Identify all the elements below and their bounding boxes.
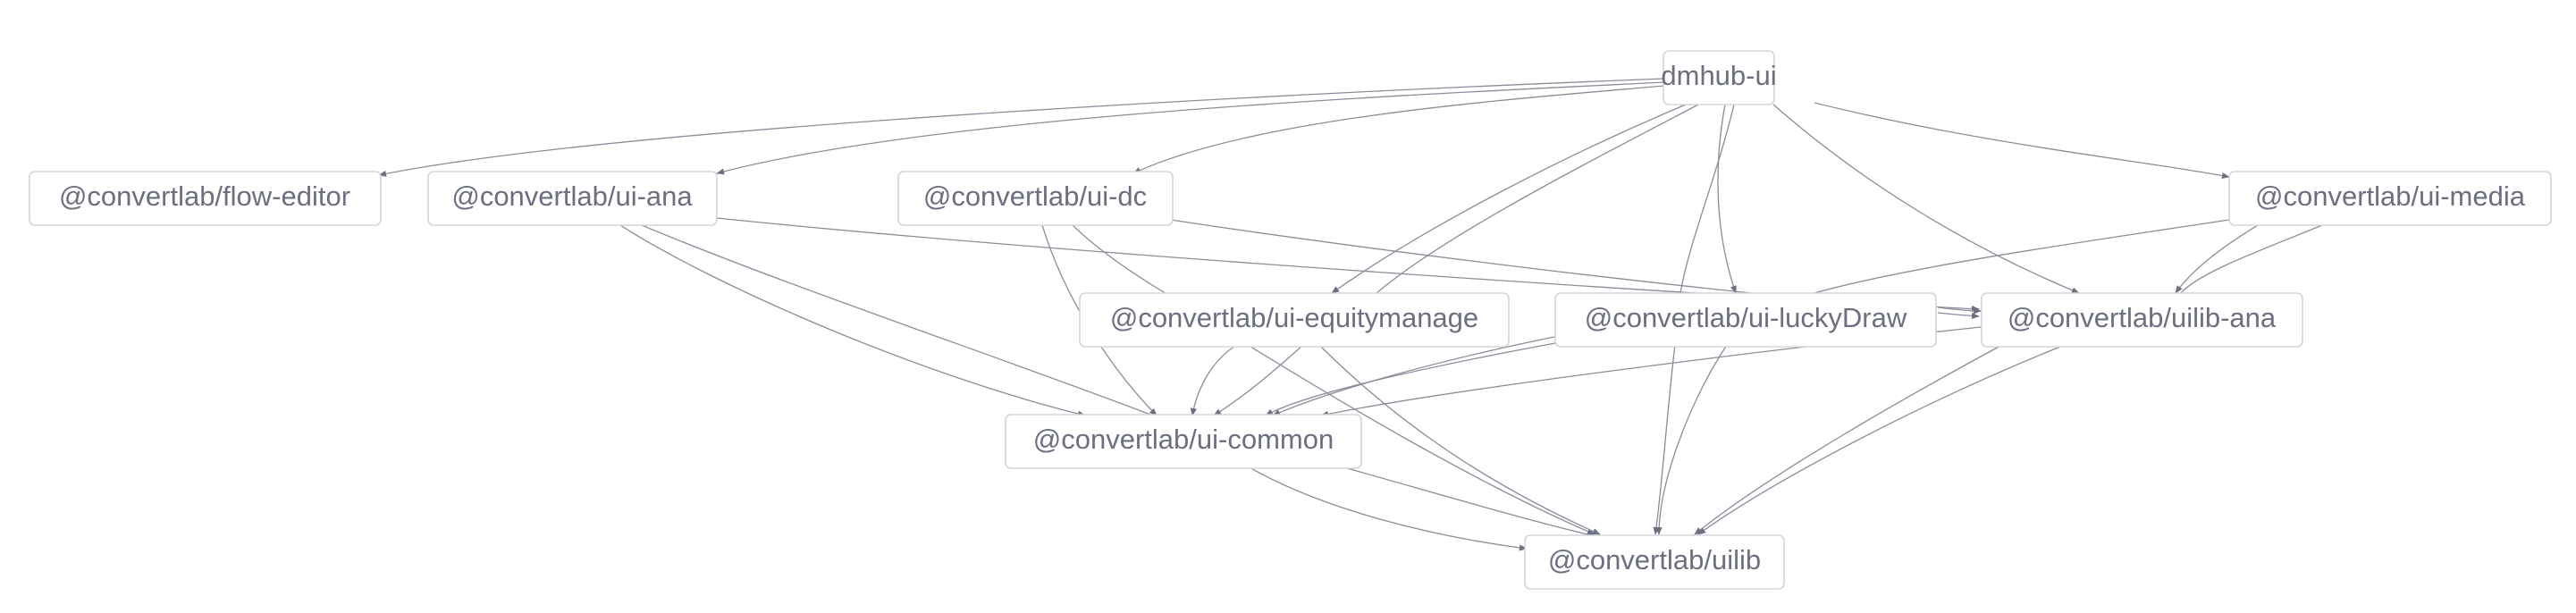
edge-ui-luckyDraw-to-uilib-ana-2 <box>1937 312 1980 320</box>
edge-ui-media-to-uilib-ana-2 <box>2180 224 2323 294</box>
edge-ui-media-to-uilib-ana <box>2175 224 2259 294</box>
node-label: @convertlab/flow-editor <box>59 181 350 212</box>
edge-ui-equitymanage-to-uilib <box>1247 344 1595 535</box>
edge-uilib-ana-to-uilib <box>1694 344 2003 535</box>
edge-ui-luckyDraw-to-uilib-2 <box>1655 344 1728 535</box>
edge-dmhub-ui-to-ui-dc <box>1132 85 1665 174</box>
node-ui-ana[interactable]: @convertlab/ui-ana <box>427 171 718 226</box>
edge-ui-equitymanage-to-ui-common <box>1190 344 1238 416</box>
edge-dmhub-ui-to-ui-luckyDraw <box>1717 104 1737 294</box>
edge-dmhub-ui-to-ui-equitymanage <box>1331 104 1687 294</box>
edge-ui-equitymanage-to-ui-common-2 <box>1213 344 1304 416</box>
node-label: @convertlab/ui-luckyDraw <box>1585 302 1907 333</box>
node-label: @convertlab/uilib-ana <box>2008 302 2277 333</box>
node-label: @convertlab/ui-dc <box>923 181 1147 212</box>
edge-ui-luckyDraw-to-uilib-ana <box>1937 306 1982 315</box>
edge-dmhub-ui-to-ui-luckyDraw-2 <box>1679 104 1735 294</box>
node-label: @convertlab/ui-equitymanage <box>1110 302 1478 333</box>
edge-ui-common-to-uilib-2 <box>1340 466 1595 538</box>
node-ui-luckyDraw[interactable]: @convertlab/ui-luckyDraw <box>1554 292 1937 348</box>
edge-uilib-ana-to-uilib-2 <box>1697 344 2066 535</box>
nodes: dmhub-ui @convertlab/flow-editor @conver… <box>29 50 2552 590</box>
node-uilib[interactable]: @convertlab/uilib <box>1524 534 1785 590</box>
edge-ui-equitymanage-to-uilib-2 <box>1318 344 1601 535</box>
edge-ui-luckyDraw-to-uilib <box>1653 344 1676 535</box>
edge-dmhub-ui-to-flow-editor <box>378 78 1665 177</box>
edge-ui-common-to-uilib <box>1247 466 1528 551</box>
node-flow-editor[interactable]: @convertlab/flow-editor <box>29 171 382 226</box>
edge-dmhub-ui-to-ui-ana <box>716 81 1665 175</box>
edge-ui-luckyDraw-to-ui-common-2 <box>1272 335 1560 416</box>
node-label: @convertlab/ui-ana <box>451 181 693 212</box>
node-dmhub-ui[interactable]: dmhub-ui <box>1661 50 1777 105</box>
edge-dmhub-ui-to-ui-equitymanage-2 <box>1376 104 1699 294</box>
edge-ui-media-to-ui-luckyDraw <box>1814 219 2230 294</box>
edge-dmhub-ui-to-ui-media <box>1814 102 2230 180</box>
edge-ui-luckyDraw-to-ui-common <box>1265 342 1556 416</box>
node-label: @convertlab/ui-media <box>2255 181 2526 212</box>
node-ui-dc[interactable]: @convertlab/ui-dc <box>897 171 1174 226</box>
node-label: dmhub-ui <box>1661 60 1776 91</box>
edge-ui-ana-to-ui-common <box>619 224 1086 417</box>
node-uilib-ana[interactable]: @convertlab/uilib-ana <box>1981 292 2303 348</box>
node-ui-equitymanage[interactable]: @convertlab/ui-equitymanage <box>1079 292 1510 348</box>
edge-ui-ana-to-ui-common-2 <box>641 224 1154 416</box>
node-ui-media[interactable]: @convertlab/ui-media <box>2228 171 2552 226</box>
node-label: @convertlab/uilib <box>1548 544 1761 575</box>
node-ui-common[interactable]: @convertlab/ui-common <box>1005 414 1362 469</box>
node-label: @convertlab/ui-common <box>1033 424 1334 455</box>
edge-ui-dc-to-ui-luckyDraw <box>1170 219 1771 296</box>
edge-dmhub-ui-to-uilib-ana <box>1772 104 2080 294</box>
